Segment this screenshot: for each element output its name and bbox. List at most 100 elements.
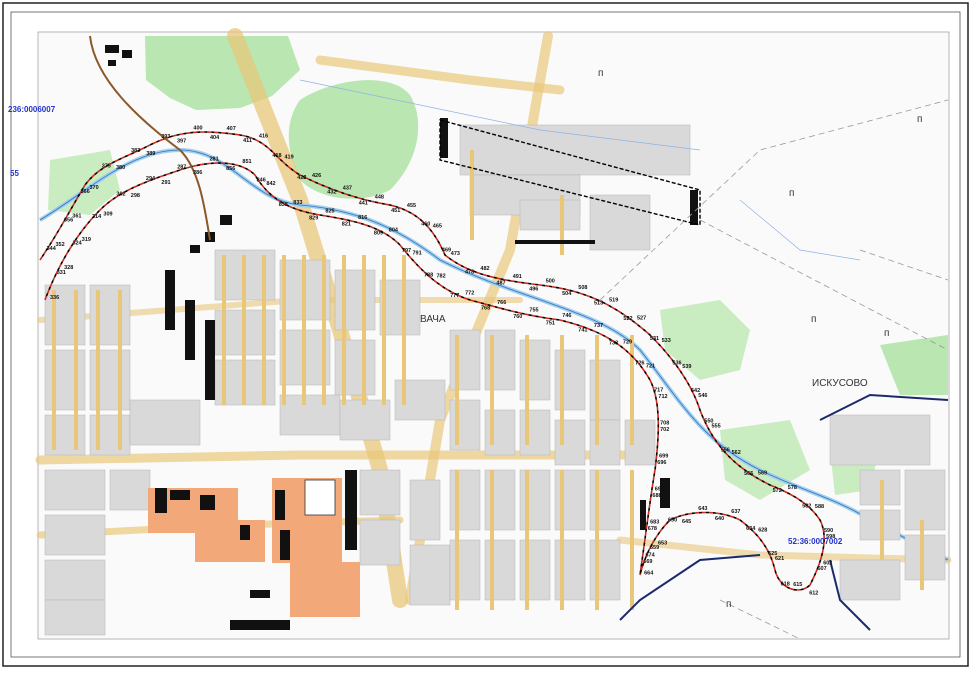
building-block bbox=[554, 349, 586, 411]
boundary-point-number: 825 bbox=[325, 209, 334, 215]
village-label: ИСКУСОВО bbox=[812, 378, 868, 389]
boundary-point-number: 314 bbox=[92, 214, 102, 220]
boundary-point-number: 598 bbox=[826, 534, 835, 540]
dashed-line-4 bbox=[719, 599, 801, 640]
boundary-point-number: 612 bbox=[809, 590, 818, 596]
boundary-point-number: 699 bbox=[659, 454, 668, 460]
boundary-point-number: 797 bbox=[402, 248, 411, 254]
boundary-point-number: 788 bbox=[424, 273, 433, 279]
boundary-point-number: 607 bbox=[818, 566, 827, 572]
dashed-line-3 bbox=[859, 249, 949, 281]
building-block bbox=[589, 419, 621, 466]
boundary-point-number: 319 bbox=[82, 237, 91, 243]
boundary-point-number: 407 bbox=[227, 126, 236, 132]
black-structure bbox=[200, 495, 215, 510]
quarter-lines bbox=[619, 393, 949, 631]
boundary-point-number: 441 bbox=[359, 200, 368, 206]
street-stripe bbox=[525, 470, 529, 610]
boundary-point-number: 496 bbox=[529, 286, 538, 292]
boundary-point-number: 422 bbox=[297, 175, 306, 181]
boundary-point-number: 816 bbox=[358, 215, 367, 221]
building-block bbox=[829, 414, 931, 466]
black-structure bbox=[280, 530, 290, 560]
street-stripe bbox=[560, 470, 564, 610]
street-stripe bbox=[490, 470, 494, 610]
boundary-point-number: 729 bbox=[623, 339, 632, 345]
blue-thin-lines bbox=[299, 79, 861, 261]
street-stripe bbox=[96, 290, 100, 450]
boundary-point-number: 664 bbox=[644, 571, 654, 577]
industrial-area bbox=[439, 119, 701, 226]
building-block bbox=[589, 539, 621, 601]
black-structures bbox=[105, 45, 698, 630]
boundary-point-number: 281 bbox=[210, 157, 219, 163]
dashed-line-1 bbox=[599, 99, 949, 301]
boundary-point-number: 465 bbox=[433, 223, 442, 229]
black-structure bbox=[220, 215, 232, 225]
boundary-point-number: 519 bbox=[609, 298, 618, 304]
boundary-point-number: 328 bbox=[64, 265, 73, 271]
building-block bbox=[519, 539, 551, 601]
building-block bbox=[484, 539, 516, 601]
street-stripe bbox=[525, 335, 529, 445]
black-structure bbox=[230, 620, 290, 630]
boundary-point-number: 737 bbox=[594, 323, 603, 329]
boundary-point-number: 578 bbox=[788, 485, 797, 491]
forest-patch-south-east bbox=[720, 420, 810, 500]
road-north bbox=[315, 55, 565, 95]
building-block bbox=[44, 469, 106, 511]
boundary-point-number: 455 bbox=[407, 203, 416, 209]
boundary-point-number: 416 bbox=[259, 133, 268, 139]
street-stripe bbox=[920, 520, 924, 590]
building-block bbox=[589, 194, 651, 251]
boundary-point-number: 768 bbox=[481, 305, 490, 311]
street-stripe bbox=[262, 255, 266, 405]
building-block bbox=[904, 534, 946, 581]
building-block bbox=[359, 469, 401, 516]
street-stripe bbox=[470, 150, 474, 240]
building-block bbox=[359, 519, 401, 566]
street-stripe bbox=[630, 470, 634, 610]
boundary-point-number: 539 bbox=[682, 364, 691, 370]
forest-patch-east bbox=[660, 300, 750, 380]
boundary-point-number: 542 bbox=[691, 388, 700, 394]
road-central-east-west bbox=[35, 450, 645, 465]
boundary-point-number: 856 bbox=[226, 166, 235, 172]
building-block bbox=[44, 599, 106, 636]
boundary-point-number: 389 bbox=[146, 151, 155, 157]
boundary-point-number: 678 bbox=[648, 526, 657, 532]
boundary-point-number: 383 bbox=[131, 148, 140, 154]
building-block bbox=[484, 469, 516, 531]
street-stripe bbox=[342, 255, 346, 405]
street-stripe bbox=[118, 290, 122, 450]
building-block bbox=[44, 349, 86, 411]
boundary-point-number: 562 bbox=[732, 450, 741, 456]
forest-patch-west bbox=[48, 150, 120, 215]
boundary-point-number: 451 bbox=[391, 208, 400, 214]
boundary-point-number: 821 bbox=[342, 222, 351, 228]
boundary-point-number: 683 bbox=[650, 520, 659, 526]
boundary-point-number: 487 bbox=[496, 281, 505, 287]
black-structure bbox=[108, 60, 116, 66]
boundary-point-number: 356 bbox=[64, 218, 73, 224]
boundary-point-number: 582 bbox=[802, 503, 811, 509]
boundary-point-number: 460 bbox=[421, 222, 430, 228]
boundary-point-number: 565 bbox=[744, 471, 753, 477]
boundary-point-number: 352 bbox=[56, 242, 65, 248]
building-block bbox=[904, 469, 946, 531]
street-stripe bbox=[630, 335, 634, 445]
boundary-point-number: 482 bbox=[480, 266, 489, 272]
boundary-point-number: 478 bbox=[465, 270, 474, 276]
boundary-point-number: 696 bbox=[657, 460, 666, 466]
black-structure bbox=[250, 590, 270, 598]
forest-patch-center bbox=[288, 80, 419, 199]
boundary-point-number: 513 bbox=[594, 301, 603, 307]
building-block bbox=[624, 419, 656, 466]
boundary-point-number: 588 bbox=[815, 504, 824, 510]
boundary-point-number: 838 bbox=[279, 202, 288, 208]
boundary-point-number: 755 bbox=[529, 308, 538, 314]
dashed-lines bbox=[599, 99, 949, 640]
